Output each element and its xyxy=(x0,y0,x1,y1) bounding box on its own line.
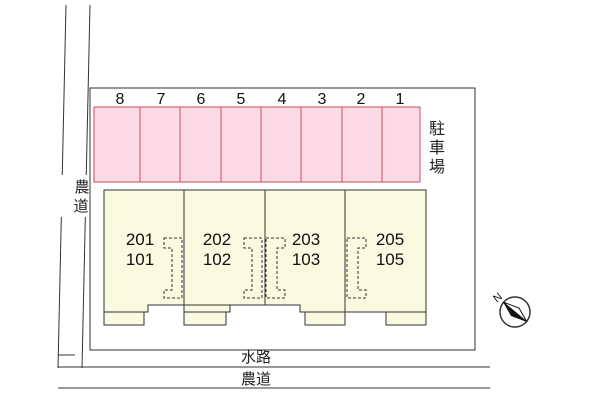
parking-area xyxy=(93,106,421,183)
parking-space-3 xyxy=(300,106,343,183)
stair-outlines xyxy=(163,237,367,299)
parking-number-5: 5 xyxy=(237,91,246,108)
parking-space-1 xyxy=(381,106,421,183)
parking-number-3: 3 xyxy=(318,91,327,108)
unit-label-201: 201 xyxy=(126,230,154,249)
parking-number-1: 1 xyxy=(396,91,405,108)
site-boundary xyxy=(89,87,476,351)
unit-label-101: 101 xyxy=(126,250,154,269)
parking-label-char-3: 場 xyxy=(429,157,445,176)
parking-space-6 xyxy=(179,106,222,183)
stair-outline-3 xyxy=(265,237,286,299)
bottom-road-label: 農道 xyxy=(241,370,271,388)
parking-label-char-1: 駐 xyxy=(429,119,445,138)
parking-number-2: 2 xyxy=(357,91,366,108)
parking-space-2 xyxy=(341,106,383,183)
unit-label-105: 105 xyxy=(376,250,404,269)
parking-number-4: 4 xyxy=(278,91,287,108)
parking-number-8: 8 xyxy=(116,91,125,108)
parking-label-char-2: 車 xyxy=(429,138,445,157)
left-road-label-char-2: 道 xyxy=(73,197,88,215)
parking-space-4 xyxy=(260,106,302,183)
unit-label-205: 205 xyxy=(376,230,404,249)
north-arrow-icon: N xyxy=(491,291,531,328)
parking-number-6: 6 xyxy=(197,91,206,108)
unit-label-202: 202 xyxy=(203,230,231,249)
unit-label-103: 103 xyxy=(292,250,320,269)
parking-space-7 xyxy=(139,106,181,183)
parking-space-5 xyxy=(220,106,262,183)
parking-space-8 xyxy=(93,106,141,183)
stair-outline-1 xyxy=(163,237,183,299)
unit-label-203: 203 xyxy=(292,230,320,249)
unit-label-102: 102 xyxy=(203,250,231,269)
stair-outline-4 xyxy=(346,237,367,299)
waterway-label: 水路 xyxy=(241,348,271,366)
stair-outline-2 xyxy=(243,237,263,299)
left-road-label-char-1: 農 xyxy=(74,178,89,196)
parking-number-7: 7 xyxy=(157,91,166,108)
